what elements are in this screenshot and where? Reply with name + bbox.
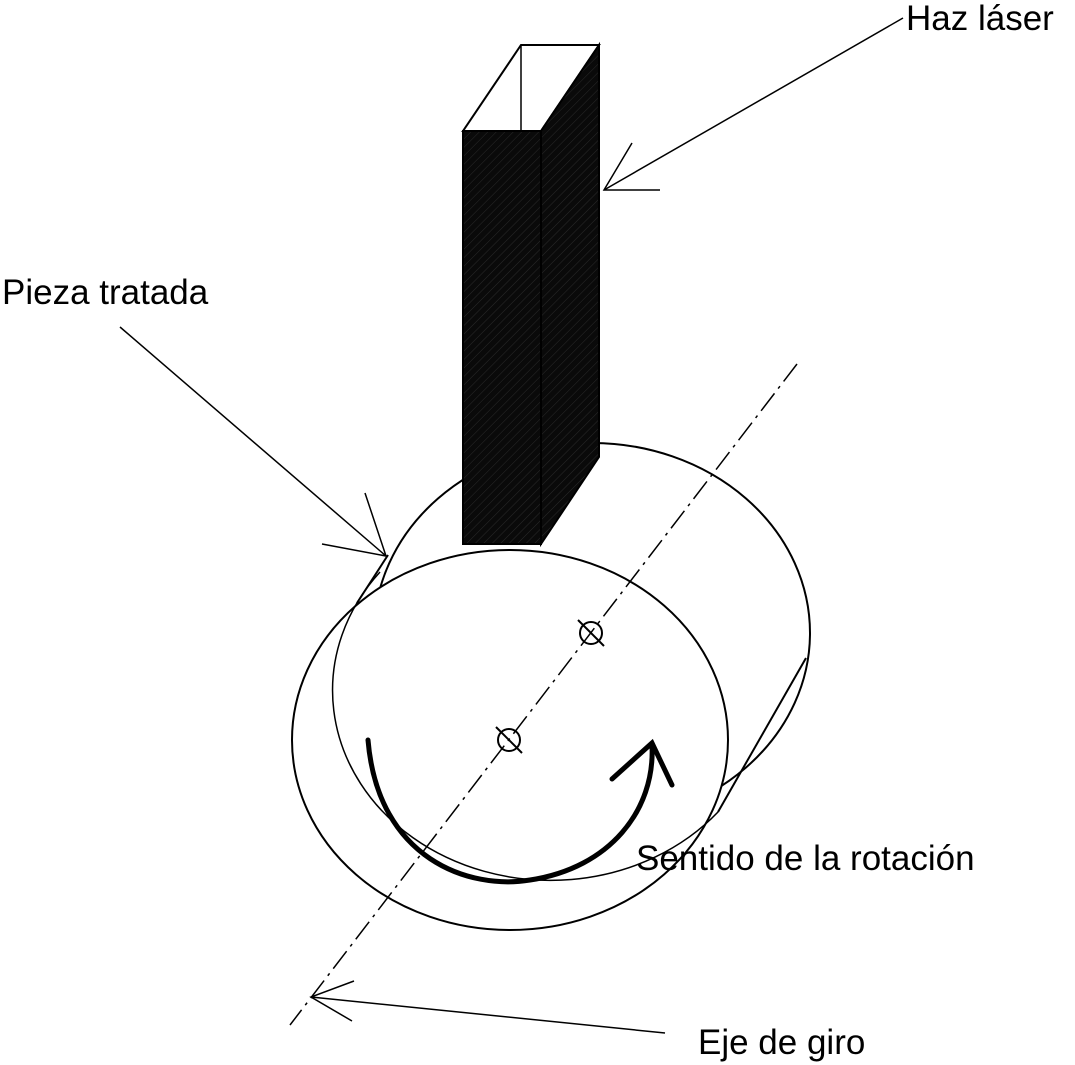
leader-laser-beam <box>603 17 904 191</box>
rotation-direction-arrow <box>365 737 675 885</box>
leader-treated-part-arrowhead <box>321 492 388 557</box>
rotation-axis-line <box>289 363 798 1026</box>
leader-laser-beam-arrowhead <box>602 142 660 191</box>
laser-beam-front-face <box>462 130 542 545</box>
leader-rotation-axis <box>310 996 666 1034</box>
rotation-arrowhead <box>609 738 675 788</box>
cylinder-back-edge-inner <box>331 571 719 882</box>
label-rotation-axis: Eje de giro <box>698 1023 865 1062</box>
cylinder-silhouette-right <box>717 657 807 813</box>
laser-beam-side-face <box>540 41 600 548</box>
label-treated-part: Pieza tratada <box>2 273 209 312</box>
label-rotation-direction: Sentido de la rotación <box>636 839 975 878</box>
leader-lines <box>119 17 904 1034</box>
leader-treated-part <box>119 326 387 557</box>
laser-beam-prism <box>461 41 601 548</box>
label-laser-beam: Haz láser <box>906 0 1054 38</box>
leader-rotation-axis-arrowhead <box>309 980 355 1022</box>
